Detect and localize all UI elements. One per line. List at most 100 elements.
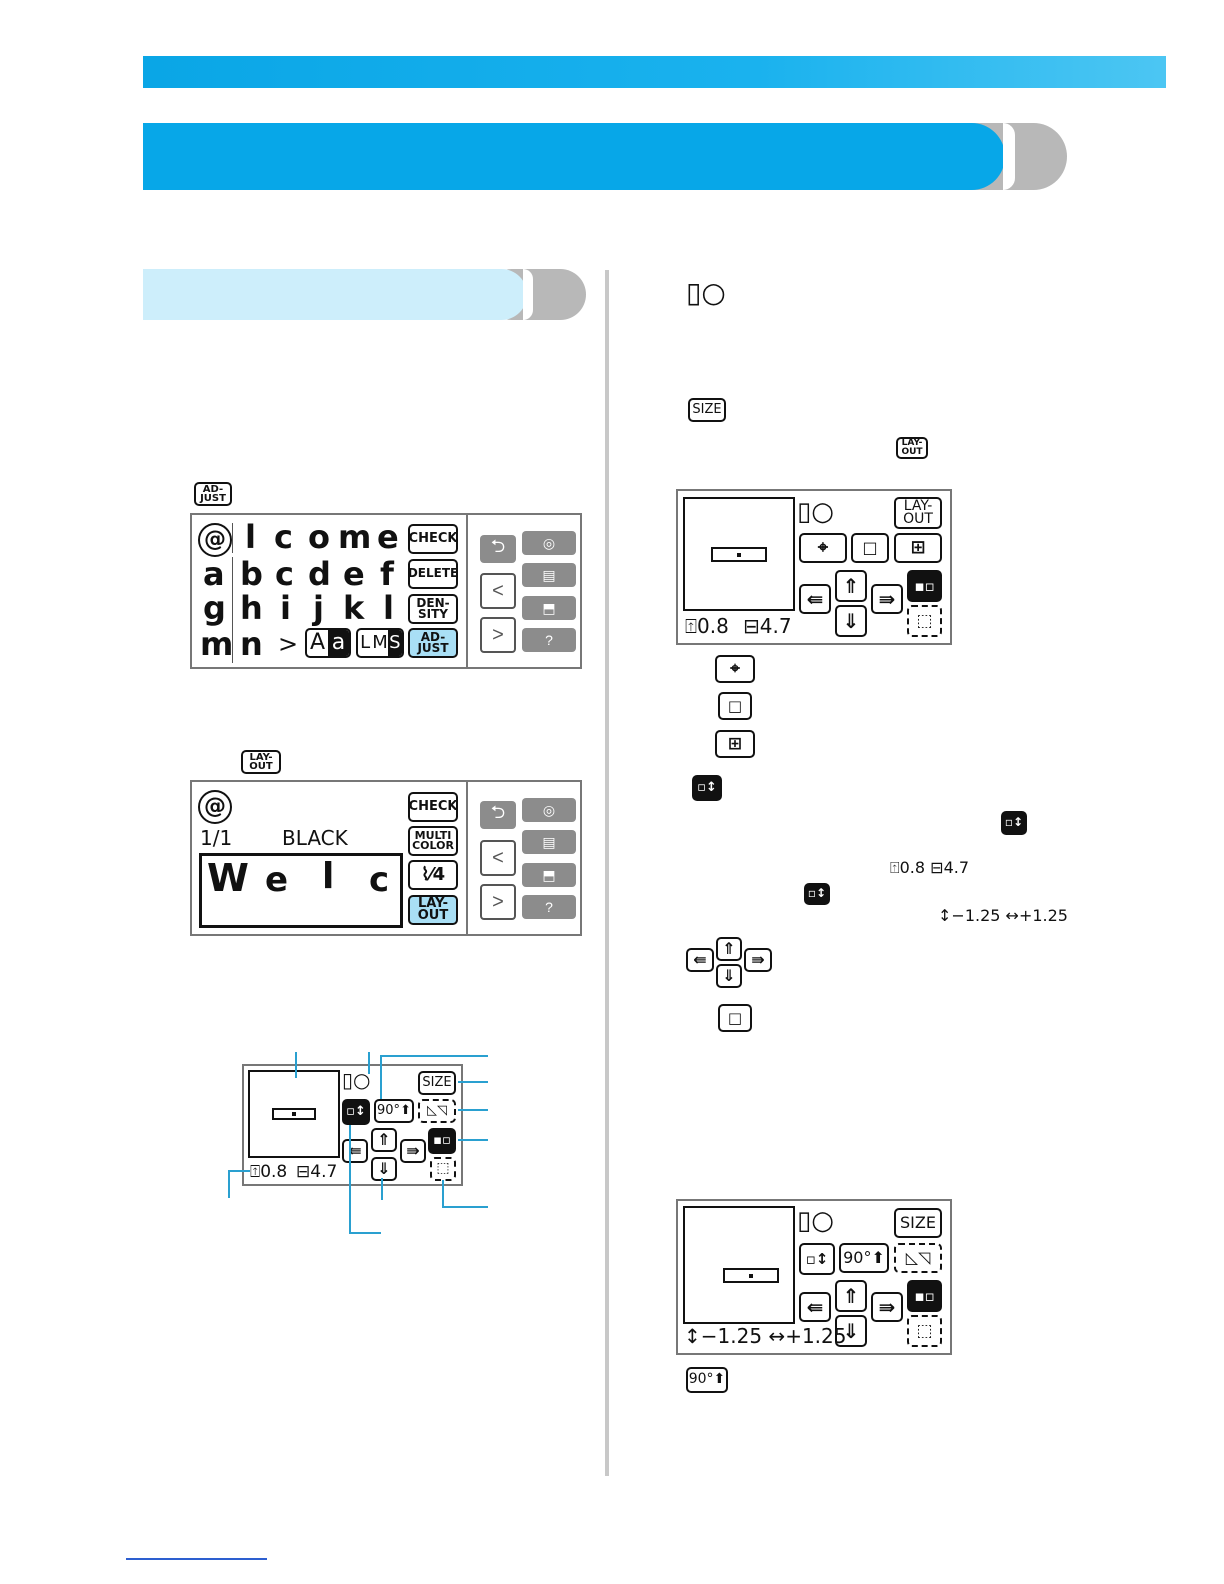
- header-bar: [143, 56, 1166, 88]
- move-right-button[interactable]: ⇛: [871, 1292, 903, 1322]
- embroidery-frame-preview: [683, 1206, 795, 1324]
- move-right-icon: ⇛: [744, 948, 772, 972]
- preview-letter: e: [265, 860, 289, 900]
- char-key[interactable]: m: [338, 518, 372, 556]
- reduce-button[interactable]: ⊞: [894, 533, 942, 563]
- help-icon[interactable]: ?: [522, 895, 576, 919]
- char-key[interactable]: h: [240, 589, 263, 627]
- pattern-position-marker: [723, 1268, 779, 1283]
- center-button[interactable]: ⬚: [907, 605, 942, 637]
- delete-button[interactable]: DELETE: [408, 559, 458, 589]
- rotate-button[interactable]: 90°⬆: [839, 1243, 889, 1273]
- pattern-position-marker: [711, 547, 767, 562]
- move-up-button[interactable]: ⇑: [371, 1128, 397, 1152]
- next-page-arrow[interactable]: >: [278, 630, 299, 658]
- original-size-icon: □: [718, 692, 752, 720]
- char-key[interactable]: l: [383, 589, 394, 627]
- char-key[interactable]: l: [245, 518, 256, 556]
- char-key[interactable]: e: [343, 555, 365, 593]
- preview-letter: W: [207, 856, 249, 900]
- char-key[interactable]: a: [203, 555, 225, 593]
- thread-trim-button[interactable]: ⌇⁄4: [408, 860, 458, 890]
- prev-page-button[interactable]: <: [480, 840, 516, 876]
- layout-button[interactable]: LAY-OUT: [894, 497, 942, 529]
- frame-icon: ▯○: [686, 276, 726, 309]
- footer-link-line: [126, 1558, 267, 1560]
- mirror-button[interactable]: ◺◹: [894, 1243, 942, 1273]
- char-key[interactable]: o: [308, 518, 330, 556]
- next-page-button[interactable]: >: [480, 617, 516, 653]
- help-icon[interactable]: ?: [522, 628, 576, 652]
- check-button[interactable]: CHECK: [408, 524, 458, 554]
- embroidery-icon: @: [198, 523, 232, 557]
- move-down-button[interactable]: ⇓: [371, 1157, 397, 1181]
- move-left-button[interactable]: ⇚: [799, 1292, 831, 1322]
- center-button[interactable]: ⬚: [907, 1315, 942, 1347]
- size-button[interactable]: SIZE: [418, 1071, 456, 1095]
- display-toggle-button[interactable]: ▪▫: [907, 570, 942, 602]
- settings-sheet-icon[interactable]: ▤: [522, 563, 576, 587]
- display-toggle-button[interactable]: ▪▫: [907, 1280, 942, 1312]
- back-button[interactable]: ⮌: [480, 535, 516, 563]
- check-button[interactable]: CHECK: [408, 792, 458, 822]
- move-down-button[interactable]: ⇓: [835, 1315, 867, 1347]
- display-toggle-button[interactable]: ▪▫: [428, 1128, 456, 1154]
- move-left-button[interactable]: ⇚: [342, 1139, 368, 1163]
- move-down-button[interactable]: ⇓: [835, 605, 867, 637]
- char-key[interactable]: c: [275, 555, 294, 593]
- mirror-button[interactable]: ◺◹: [418, 1099, 456, 1123]
- move-left-icon: ⇚: [686, 948, 714, 972]
- layout-icon: LAY-OUT: [896, 437, 928, 459]
- chapter-title-banner: [143, 123, 1067, 190]
- move-left-button[interactable]: ⇚: [799, 584, 831, 614]
- height-readout: ⍐0.8: [685, 614, 729, 638]
- memory-icon[interactable]: ⬒: [522, 863, 576, 887]
- char-key[interactable]: g: [203, 589, 226, 627]
- char-key[interactable]: i: [280, 589, 291, 627]
- width-readout: ⊟4.7: [743, 614, 792, 638]
- rotate-icon: 90°⬆: [686, 1367, 728, 1393]
- offset-readout: ↕−1.25 ↔+1.25: [684, 1324, 847, 1348]
- layout-icon: LAY-OUT: [241, 750, 281, 774]
- back-button[interactable]: ⮌: [480, 801, 516, 829]
- move-up-button[interactable]: ⇑: [835, 1280, 867, 1312]
- original-size-button[interactable]: □: [851, 533, 889, 563]
- density-button[interactable]: DEN-SITY: [408, 594, 458, 624]
- layout-button[interactable]: LAY-OUT: [408, 895, 458, 925]
- char-key[interactable]: c: [274, 518, 293, 556]
- settings-sheet-icon[interactable]: ▤: [522, 830, 576, 854]
- size-button[interactable]: SIZE: [894, 1208, 942, 1238]
- vertical-horizontal-icon: ▫↕: [804, 883, 830, 905]
- move-right-button[interactable]: ⇛: [400, 1139, 426, 1163]
- char-key[interactable]: d: [308, 555, 331, 593]
- vertical-horizontal-toggle[interactable]: ▫↕: [342, 1099, 370, 1125]
- vertical-horizontal-icon: ▫↕: [1001, 811, 1027, 835]
- move-up-button[interactable]: ⇑: [835, 570, 867, 602]
- center-button[interactable]: ⬚: [430, 1157, 456, 1181]
- char-key[interactable]: f: [380, 555, 394, 593]
- offset-readout-inline: ↕−1.25 ↔+1.25: [938, 906, 1068, 925]
- next-page-button[interactable]: >: [480, 884, 516, 920]
- enlarge-button[interactable]: ⌖: [799, 533, 847, 563]
- text-preview-frame: [199, 853, 403, 928]
- prev-page-button[interactable]: <: [480, 573, 516, 609]
- height-readout: ⍐0.8: [250, 1162, 288, 1182]
- char-key[interactable]: k: [343, 589, 365, 627]
- embroidery-mode-icon[interactable]: ◎: [522, 531, 576, 555]
- char-key[interactable]: e: [377, 518, 399, 556]
- section-title-banner: [143, 269, 586, 320]
- memory-icon[interactable]: ⬒: [522, 596, 576, 620]
- adjust-button[interactable]: AD-JUST: [408, 628, 458, 658]
- vertical-horizontal-toggle[interactable]: ▫↕: [799, 1243, 835, 1275]
- char-key[interactable]: b: [240, 555, 263, 593]
- char-key[interactable]: n: [240, 625, 263, 663]
- rotate-button[interactable]: 90°⬆: [374, 1099, 414, 1123]
- char-key[interactable]: m: [200, 625, 234, 663]
- embroidery-icon: @: [198, 790, 232, 824]
- move-right-button[interactable]: ⇛: [871, 584, 903, 614]
- embroidery-mode-icon[interactable]: ◎: [522, 798, 576, 822]
- char-key[interactable]: j: [313, 589, 324, 627]
